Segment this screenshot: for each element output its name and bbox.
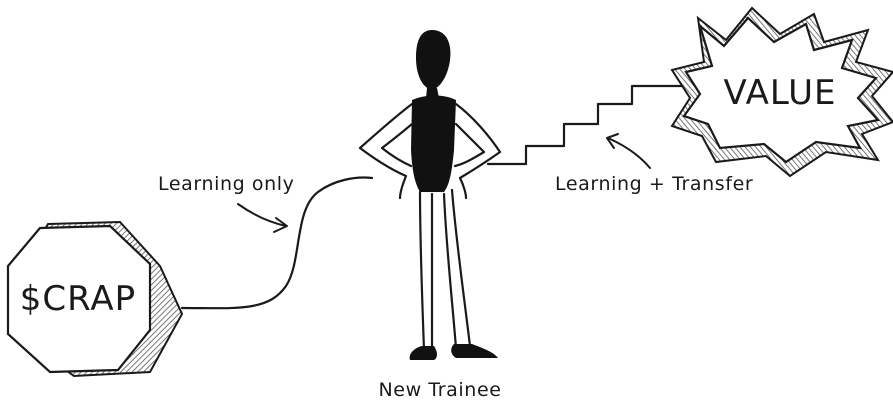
trainee-left-arm-inner [380,122,414,168]
learning-only-label: Learning only [158,173,295,195]
crap-label: $CRAP [20,279,136,319]
trainee-right-foot [451,344,498,358]
trainee-neck [426,88,439,98]
value-starburst: VALUE [670,6,893,178]
learning-only-rope [180,176,374,310]
learning-transfer-arrow [606,133,651,169]
trainee-right-leg-inner [450,188,472,348]
trainee-right-arm [454,102,502,200]
trainee-left-arm [358,102,414,200]
learning-transfer-label: Learning + Transfer [555,173,753,195]
new-trainee-figure [358,30,502,360]
learning-only-arrow [237,203,288,233]
trainee-left-leg [418,190,426,352]
new-trainee-label: New Trainee [378,379,501,401]
crap-octagon-face [6,224,152,374]
trainee-right-arm-inner [453,122,486,168]
trainee-left-foot [409,346,437,360]
value-label: VALUE [724,73,837,113]
trainee-right-leg [442,192,458,350]
transfer-staircase [486,84,702,166]
trainee-torso [411,95,456,192]
value-starburst-face [682,16,881,164]
crap-octagon: $CRAP [6,220,184,378]
trainee-head [416,30,451,90]
